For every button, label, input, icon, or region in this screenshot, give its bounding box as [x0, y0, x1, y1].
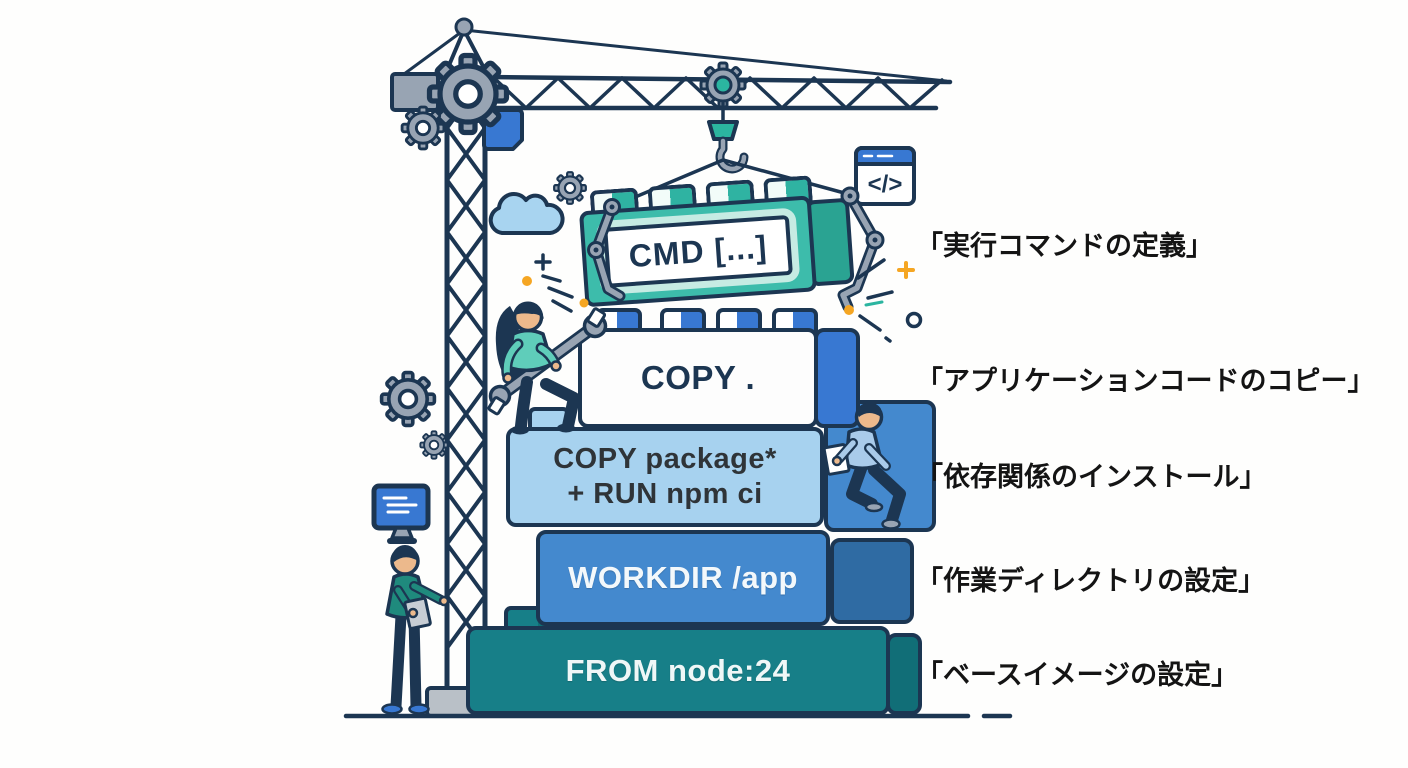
block-from: FROM node:24	[466, 626, 890, 715]
worker-climbing	[822, 402, 906, 530]
annotation-cmd: 「実行コマンドの定義」	[916, 231, 1213, 261]
annotation-workdir: 「作業ディレクトリの設定」	[916, 566, 1266, 596]
block-from-text: FROM node:24	[565, 652, 791, 688]
worker-with-clipboard	[381, 545, 450, 715]
sparkle-icon	[522, 253, 589, 313]
code-glyph: </>	[868, 171, 903, 198]
block-copy-package: COPY package* + RUN npm ci	[506, 427, 824, 527]
monitor-icon	[371, 483, 431, 544]
block-workdir-side	[830, 538, 914, 624]
block-workdir-text: WORKDIR /app	[568, 560, 798, 595]
sparkle-icon	[844, 258, 923, 343]
gear-icon	[400, 56, 747, 151]
block-copy-package-line1: COPY package*	[553, 442, 777, 475]
annotation-copy: 「アプリケーションコードのコピー」	[916, 366, 1375, 396]
wrench-icon	[487, 307, 608, 416]
block-copy-text: COPY .	[640, 359, 756, 396]
cloud-icon	[488, 192, 565, 235]
annotation-dependencies: 「依存関係のインストール」	[916, 462, 1267, 492]
code-window-icon: </>	[854, 146, 916, 206]
block-from-side	[886, 633, 922, 715]
block-copy-package-line2: + RUN npm ci	[567, 478, 763, 510]
block-workdir: WORKDIR /app	[536, 530, 830, 626]
annotation-from: 「ベースイメージの設定」	[916, 660, 1239, 690]
worker-with-wrench	[487, 301, 608, 435]
claw-right-icon	[837, 186, 885, 313]
block-copy: COPY .	[578, 328, 818, 428]
block-copy-package-text: COPY package* + RUN npm ci	[553, 442, 777, 513]
claw-left-icon	[587, 198, 626, 302]
